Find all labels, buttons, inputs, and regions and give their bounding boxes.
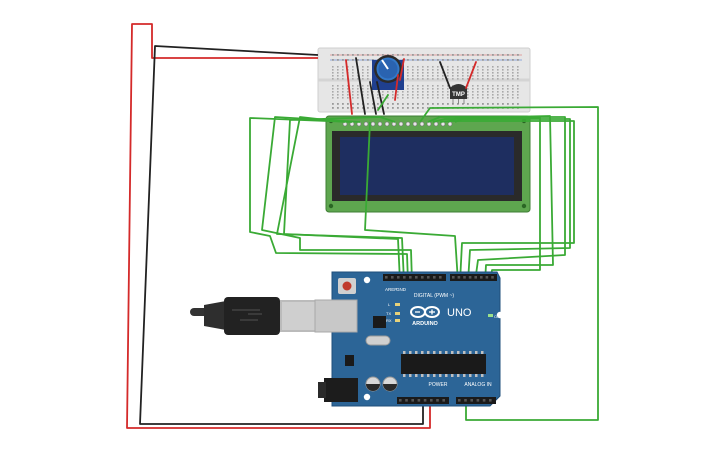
digital-pin-holes [385, 276, 494, 279]
crystal [365, 335, 391, 346]
tmp-label: TMP [452, 92, 465, 98]
gnd-label: GND [396, 287, 407, 292]
analog-in-label: ANALOG IN [464, 382, 492, 388]
breadboard[interactable] [317, 47, 531, 113]
analog-header [456, 397, 496, 404]
on-led [488, 314, 493, 317]
power-label: POWER [429, 382, 448, 388]
lcd-module[interactable] [325, 115, 531, 213]
usb-jack [314, 299, 358, 333]
temperature-sensor[interactable]: TMP [450, 84, 467, 104]
atmega-chip [401, 354, 486, 374]
power-wires[interactable] [126, 23, 431, 429]
bottom-pin-holes [399, 399, 492, 402]
rx-led [395, 319, 400, 322]
arduino-uno-board[interactable]: DIGITAL (PWM ~) AREF GND ARDUINO UNO L T… [190, 271, 504, 407]
regulator [345, 355, 354, 366]
digital-header-right [450, 274, 497, 281]
arduino-logo [410, 306, 440, 318]
chip-pins [403, 351, 484, 377]
uno-label: UNO [447, 307, 472, 319]
power-header [397, 397, 449, 404]
digital-header-left [383, 274, 446, 281]
tx-led [395, 312, 400, 315]
usb-cable[interactable] [190, 297, 318, 335]
digital-pwm-label: DIGITAL (PWM ~) [414, 293, 454, 299]
lcd-header-pins [342, 121, 453, 127]
usb-chip [373, 316, 386, 328]
lcd-screen [340, 137, 514, 195]
breadboard-jumpers[interactable] [345, 57, 477, 115]
power-jack [324, 378, 358, 402]
tx-label: TX [386, 311, 391, 316]
rx-label: RX [386, 318, 392, 323]
l-led [395, 303, 400, 306]
l-label: L [388, 302, 391, 307]
aref-label: AREF [385, 287, 397, 292]
arduino-wordmark: ARDUINO [412, 321, 438, 327]
on-label: ON [494, 314, 500, 319]
